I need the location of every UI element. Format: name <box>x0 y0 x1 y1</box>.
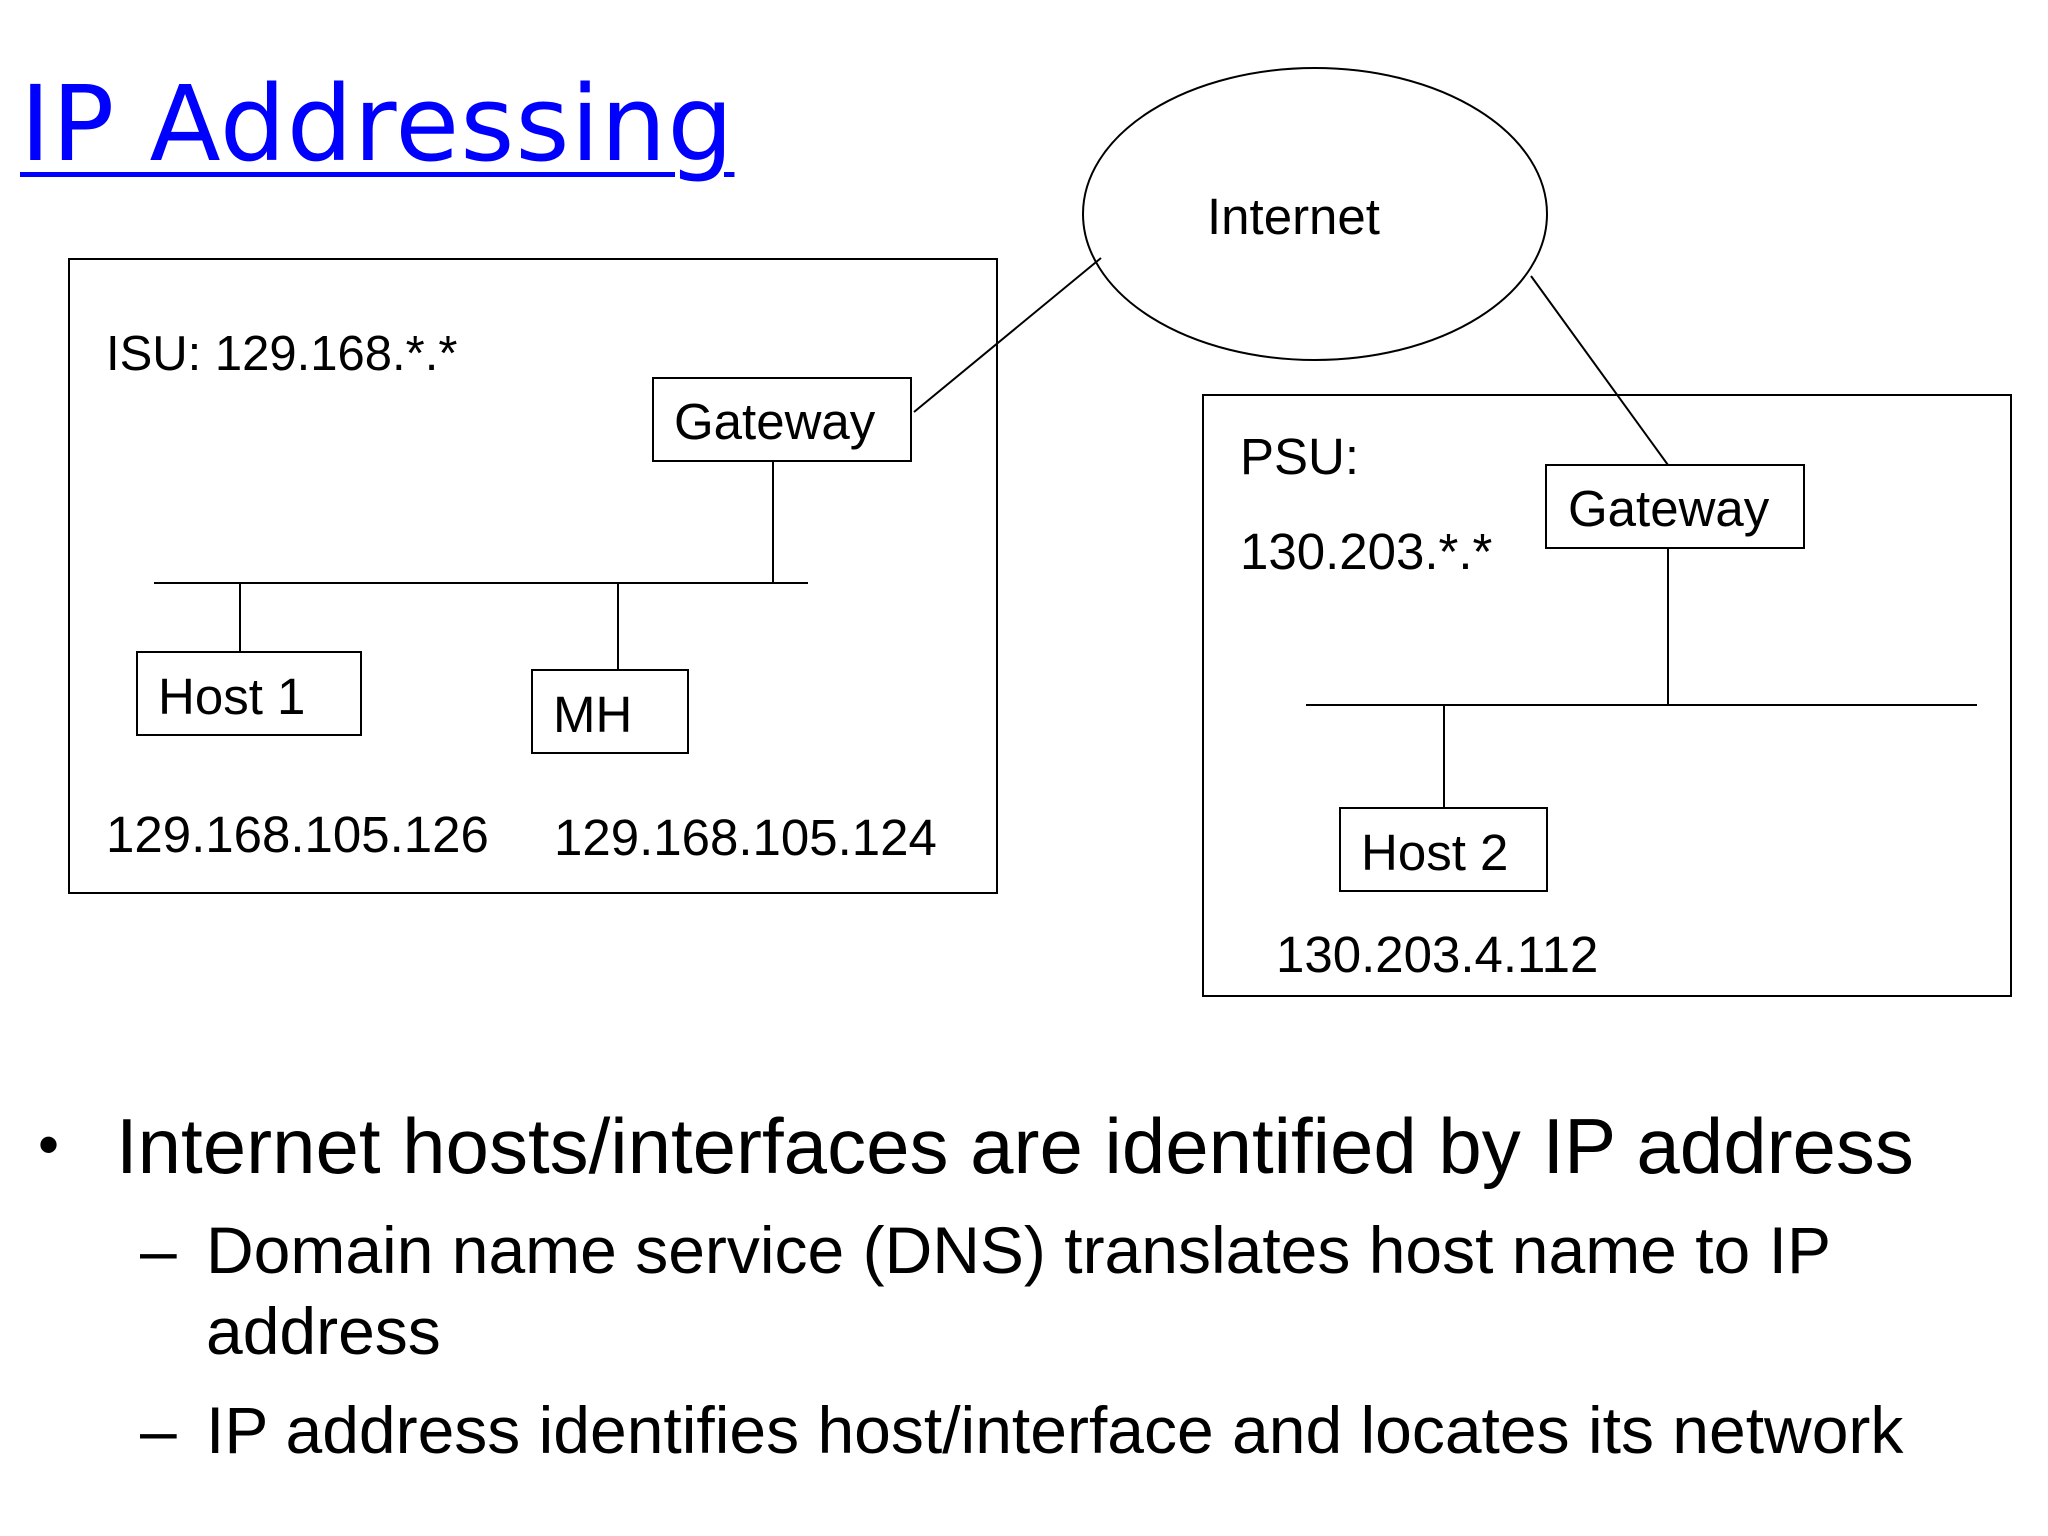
mh-box <box>531 669 689 754</box>
host2-box <box>1339 807 1548 892</box>
psu-network-prefix: 130.203.*.* <box>1240 523 1493 580</box>
bullet-marker: • <box>38 1111 60 1178</box>
bullet-text-dns-line2: address <box>206 1293 441 1368</box>
bullet-item-main: • Internet hosts/interfaces are identifi… <box>38 1100 1914 1194</box>
psu-network-label: PSU: <box>1240 428 1359 485</box>
isu-network-label: ISU: 129.168.*.* <box>106 327 457 381</box>
psu-gateway-box <box>1545 464 1805 549</box>
page-title: IP Addressing <box>20 63 735 185</box>
isu-gateway-box <box>652 377 912 462</box>
internet-label: Internet <box>1207 188 1380 245</box>
bullet-text-dns-line1: Domain name service (DNS) translates hos… <box>206 1213 1831 1287</box>
bullet-text-main: Internet hosts/interfaces are identified… <box>116 1102 1914 1190</box>
host2-label: Host 2 <box>1361 824 1508 881</box>
psu-internet-link <box>1530 275 1669 466</box>
bullet-text-ip-address: IP address identifies host/interface and… <box>206 1393 1904 1467</box>
host1-ip: 129.168.105.126 <box>106 806 489 863</box>
host2-ip: 130.203.4.112 <box>1276 926 1598 983</box>
dash-marker: – <box>140 1213 177 1287</box>
psu-network-box <box>1202 394 2012 997</box>
host1-box <box>136 651 362 736</box>
isu-network-box <box>68 258 998 894</box>
host1-label: Host 1 <box>158 668 305 725</box>
mh-label: MH <box>553 686 632 743</box>
internet-ellipse <box>1082 67 1548 361</box>
psu-gateway-label: Gateway <box>1568 480 1770 537</box>
mh-ip: 129.168.105.124 <box>554 809 937 866</box>
isu-internet-link <box>913 257 1102 413</box>
isu-gateway-label: Gateway <box>674 393 876 450</box>
dash-marker: – <box>140 1393 177 1467</box>
